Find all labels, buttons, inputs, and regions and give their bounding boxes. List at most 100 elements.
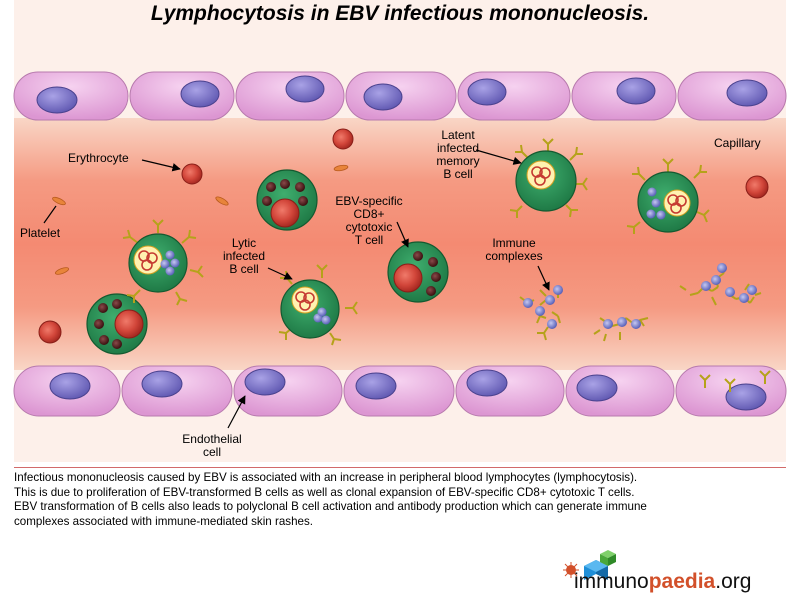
leader-lines [43, 149, 550, 429]
virion-icon [535, 306, 545, 316]
virion-cluster [646, 187, 666, 220]
label-capillary: Capillary [714, 136, 761, 150]
cd8-pointer [396, 221, 409, 248]
endothelial-pointer [227, 395, 246, 429]
immune-pointer [537, 265, 550, 291]
endothelial-nucleus [576, 374, 618, 402]
label-cd8-line2: CD8+ [353, 207, 384, 221]
antibody-icon [626, 158, 710, 234]
endothelial-nucleus [467, 78, 507, 106]
virion-icon [711, 275, 721, 285]
erythrocyte-icon [181, 163, 203, 185]
platelet-icon [333, 164, 349, 172]
bottom-endothelium [13, 365, 787, 417]
lytic-pointer [267, 267, 293, 280]
platelet-icon [215, 196, 229, 206]
logo-text: immunopaedia.org [574, 570, 751, 594]
caption-line: Infectious mononucleosis caused by EBV i… [14, 471, 638, 484]
lytic-b-cell [278, 264, 358, 346]
virion-icon [547, 319, 557, 329]
label-latent-line1: Latent [441, 128, 475, 142]
label-cd8-line4: T cell [355, 233, 383, 247]
virion-icon [631, 319, 641, 329]
label-cd8-line3: cytotoxic [346, 220, 393, 234]
caption-line: complexes associated with immune-mediate… [14, 514, 313, 528]
label-latent-line4: B cell [443, 167, 472, 181]
granule-icon [98, 303, 108, 313]
erythrocyte-pointer [141, 159, 181, 172]
ebv-episome-icon [295, 291, 315, 311]
logo-part-immuno: immuno [574, 570, 649, 593]
erythrocyte-icon [38, 320, 62, 344]
granule-icon [428, 257, 438, 267]
virion-icon [321, 315, 331, 325]
logo-part-paedia: paedia [648, 570, 716, 593]
virion-icon [545, 295, 555, 305]
t-cell-nucleus [393, 263, 423, 293]
ebv-episome-icon [667, 194, 687, 214]
virion-icon [747, 285, 757, 295]
ebv-episome-icon [531, 166, 551, 186]
erythrocyte-icon [745, 175, 769, 199]
granule-icon [266, 182, 276, 192]
label-latent-line3: memory [436, 154, 479, 168]
label-immune-line2: complexes [485, 249, 542, 263]
virion-icon [725, 287, 735, 297]
label-lytic-line2: infected [223, 249, 265, 263]
granule-icon [298, 196, 308, 206]
immunopaedia-logo[interactable]: immunopaedia.org [562, 548, 792, 598]
antibody-icon [122, 219, 204, 306]
label-platelet: Platelet [20, 226, 61, 240]
endothelial-nucleus [466, 369, 508, 397]
antibody-icon [509, 138, 588, 218]
caption-line: This is due to proliferation of EBV-tran… [14, 485, 635, 499]
top-endothelium [13, 71, 787, 121]
label-immune-line1: Immune [492, 236, 536, 250]
virion-icon [617, 317, 627, 327]
endothelial-nucleus [726, 79, 768, 107]
platelet-icon [54, 267, 70, 275]
granule-icon [280, 179, 290, 189]
granule-icon [431, 272, 441, 282]
virion-icon [317, 307, 327, 317]
latent-pointer [475, 149, 522, 165]
immune-complexes [519, 263, 762, 342]
granule-icon [112, 339, 122, 349]
caption: Infectious mononucleosis caused by EBV i… [14, 471, 789, 529]
endothelial-nucleus [244, 368, 286, 396]
endothelial-nucleus [49, 372, 91, 400]
virion-icon [646, 209, 656, 219]
cd8-t-cell [256, 169, 318, 231]
endothelial-nucleus [725, 383, 767, 411]
cd8-t-cell [387, 241, 449, 303]
endothelial-nucleus [285, 75, 325, 103]
granule-icon [426, 286, 436, 296]
label-endothelial-line1: Endothelial [182, 432, 241, 446]
endothelial-nucleus [36, 86, 78, 114]
virion-icon [647, 187, 657, 197]
caption-divider [14, 467, 786, 468]
granule-icon [99, 335, 109, 345]
virion-icon [717, 263, 727, 273]
platelets [52, 164, 349, 275]
ebv-episome-icon [138, 250, 158, 271]
caption-line: EBV transformation of B cells also leads… [14, 500, 647, 514]
virion-icon [165, 266, 175, 276]
erythrocytes [38, 128, 769, 344]
erythrocyte-icon [332, 128, 354, 150]
t-cell-nucleus [270, 198, 300, 228]
virion-cluster [160, 250, 180, 276]
endothelial-nucleus [616, 77, 656, 105]
virion-icon [165, 250, 175, 260]
latent-memory-b-cell [509, 138, 588, 218]
logo-part-org: .org [715, 570, 752, 593]
endothelial-nucleus [355, 372, 397, 400]
virion-icon [701, 281, 711, 291]
granule-icon [94, 319, 104, 329]
virion-icon [170, 258, 180, 268]
lytic-b-cell [122, 219, 204, 306]
label-erythrocyte: Erythrocyte [68, 151, 129, 165]
platelet-pointer [43, 205, 57, 224]
virion-icon [651, 198, 661, 208]
